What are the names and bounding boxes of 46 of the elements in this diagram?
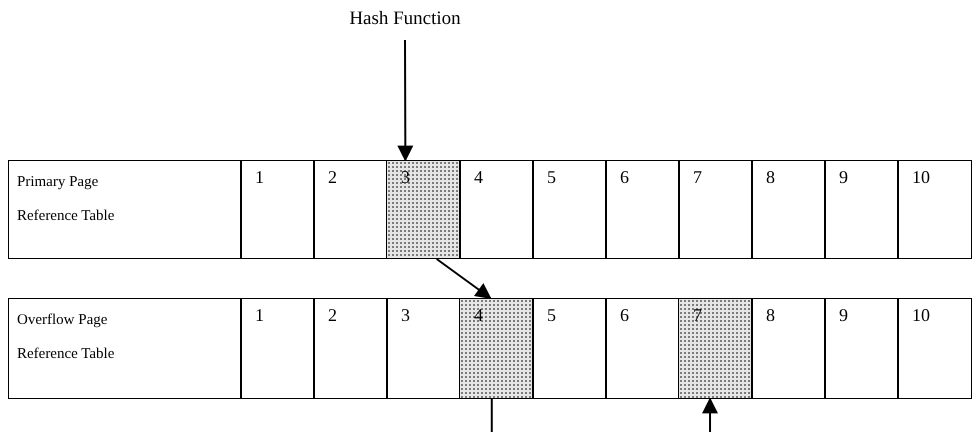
connector-line [490,399,493,432]
cell-number: 10 [912,305,930,325]
cell-number: 6 [620,167,629,187]
table-cell [897,160,972,259]
table-cell [751,160,826,259]
cell-number: 1 [255,167,264,187]
cell-number: 2 [328,167,337,187]
table-cell [313,298,388,399]
table-cell [897,298,972,399]
cell-number: 6 [620,305,629,325]
shaded-table-cell [459,298,534,399]
arrow [397,40,414,162]
table-cell [605,160,680,259]
cell-number: 7 [693,167,702,187]
cell-number: 7 [693,305,702,325]
table-header-text: Overflow Page Reference Table [17,312,114,362]
shaded-table-cell [386,160,460,259]
table-header-cell [8,298,242,399]
cell-number: 1 [255,305,264,325]
cell-number: 2 [328,305,337,325]
table-cell [824,298,898,399]
cell-number: 5 [547,167,556,187]
cell-number: 9 [839,305,848,325]
cell-number: 8 [766,167,775,187]
cell-number: 10 [912,167,930,187]
function-label: Hash Function [348,8,462,30]
arrow [436,258,492,299]
cell-number: 8 [766,305,775,325]
table-cell [240,298,314,399]
cell-number: 4 [474,167,483,187]
cell-number: 3 [401,167,410,187]
table-cell [532,298,606,399]
table-cell [751,298,826,399]
cell-number: 9 [839,167,848,187]
table-cell [824,160,898,259]
arrow [702,397,718,432]
shaded-table-cell [678,298,752,399]
cell-number: 4 [474,305,483,325]
table-cell [532,160,606,259]
cell-number: 3 [401,305,410,325]
table-header-cell [8,160,242,259]
table-cell [678,160,752,259]
cell-number: 5 [547,305,556,325]
table-header-text: Primary Page Reference Table [17,174,114,224]
table-cell [240,160,314,259]
table-cell [459,160,534,259]
